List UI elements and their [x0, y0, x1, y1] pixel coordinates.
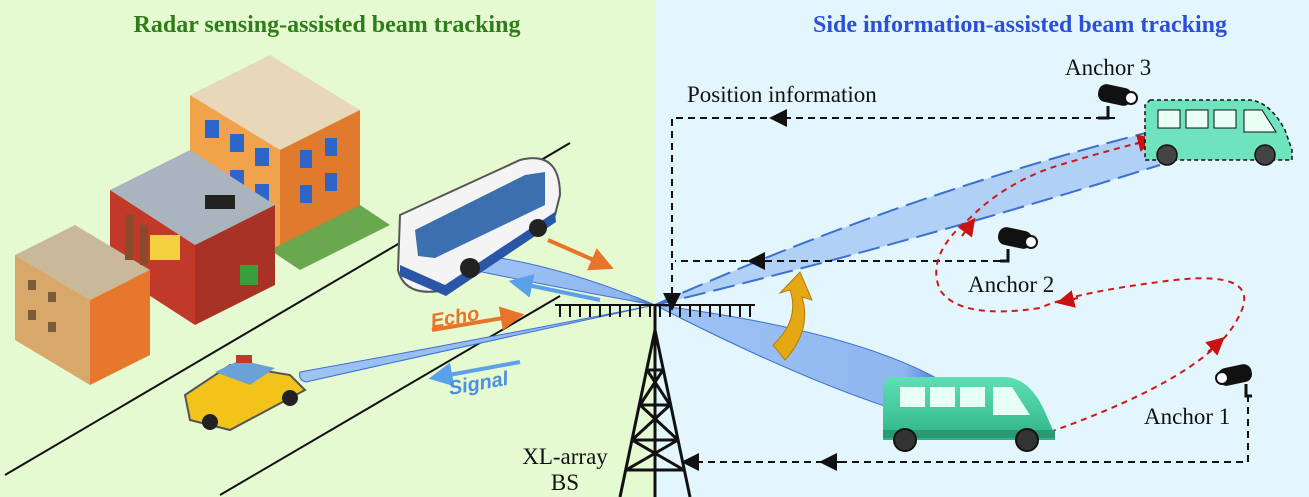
- trajectory-arrow-1: [1205, 336, 1225, 356]
- van-future: [1144, 99, 1293, 166]
- factory-building: [15, 215, 150, 385]
- anchor-2-camera: [997, 227, 1038, 263]
- anchor-3-label: Anchor 3: [1065, 55, 1151, 80]
- trajectory-arrow-2: [1056, 290, 1079, 308]
- signal-arrow-bus: [508, 274, 601, 302]
- bs-label-line1: XL-array: [522, 444, 608, 469]
- anchor-1-label: Anchor 1: [1144, 404, 1230, 429]
- right-panel-title: Side information-assisted beam tracking: [813, 12, 1227, 38]
- van-current: [883, 377, 1055, 452]
- left-panel-title: Radar sensing-assisted beam tracking: [134, 12, 521, 38]
- taxi: [183, 355, 307, 432]
- base-station-tower: [618, 305, 692, 497]
- beam-rotation-arrow: [772, 271, 813, 361]
- anchor-2-label: Anchor 2: [968, 272, 1054, 297]
- bus: [396, 157, 562, 296]
- beam-to-taxi: [299, 304, 656, 383]
- position-information-label: Position information: [687, 82, 877, 107]
- anchor-1-camera: [1215, 364, 1253, 398]
- signal-arrow-taxi: [428, 360, 521, 387]
- echo-arrow-bus: [547, 238, 614, 271]
- trajectory-arrow-3: [957, 217, 976, 238]
- vehicle-trajectory: [935, 139, 1246, 433]
- bs-label-line2: BS: [551, 470, 579, 495]
- position-info-line-bottom: [686, 395, 1249, 463]
- echo-arrow-taxi: [431, 306, 525, 332]
- position-info-line-top: [671, 117, 1115, 300]
- anchor-3-camera: [1097, 84, 1138, 120]
